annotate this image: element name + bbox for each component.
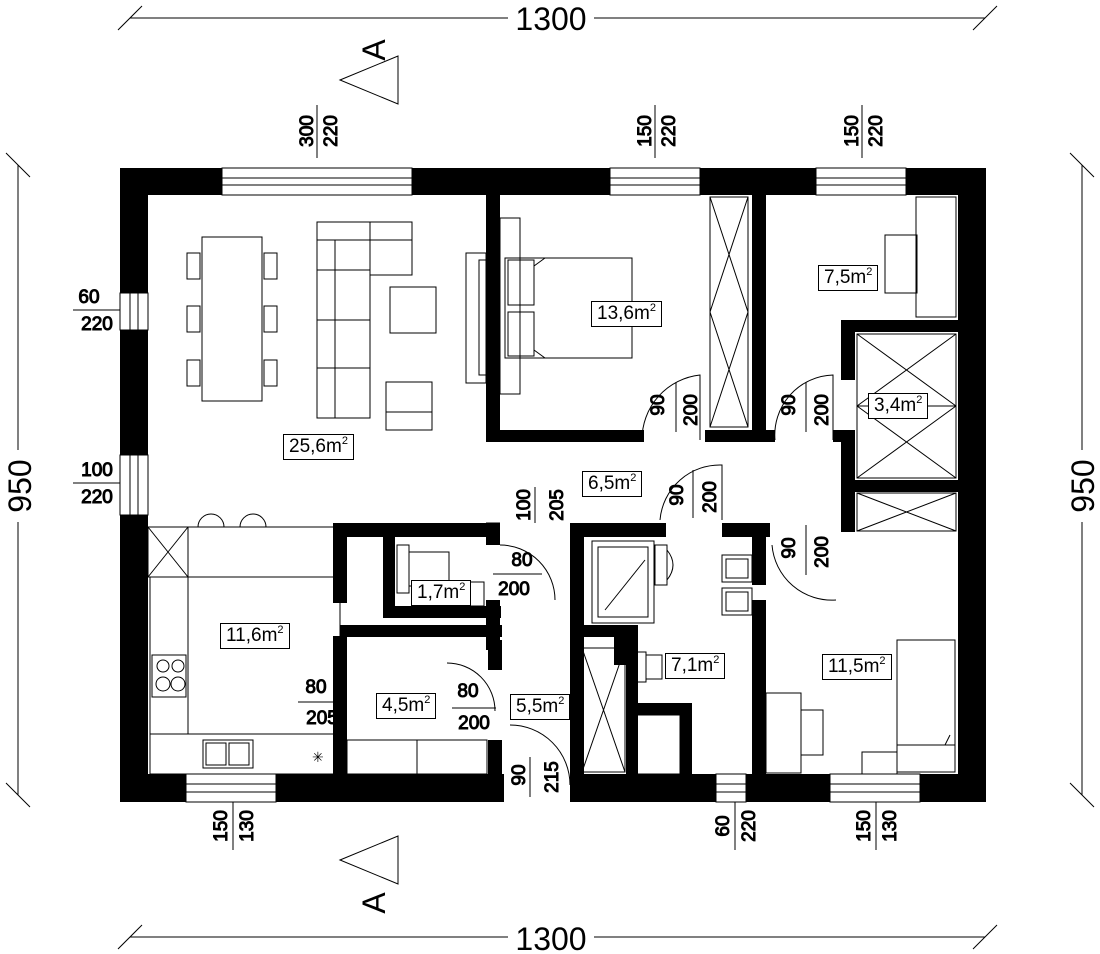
svg-text:✳: ✳ <box>312 749 324 765</box>
svg-text:150: 150 <box>635 115 656 147</box>
right-depth-text: 950 <box>1065 459 1100 512</box>
svg-text:200: 200 <box>812 536 833 568</box>
area-label-wardrobe: 3,4m2 <box>868 393 929 419</box>
doors <box>339 374 837 786</box>
area-label-bedroom-3: 11,5m2 <box>822 654 892 680</box>
svg-text:220: 220 <box>659 115 680 147</box>
area-label-kitchen: 11,6m2 <box>220 623 290 649</box>
svg-text:150: 150 <box>211 810 232 842</box>
svg-text:220: 220 <box>81 487 113 508</box>
svg-text:200: 200 <box>700 481 721 513</box>
svg-text:205: 205 <box>547 489 568 521</box>
svg-text:220: 220 <box>866 115 887 147</box>
svg-text:100: 100 <box>81 460 113 481</box>
svg-text:80: 80 <box>511 550 532 571</box>
svg-text:220: 220 <box>739 810 760 842</box>
section-mark-bottom: A <box>338 835 399 914</box>
svg-text:90: 90 <box>509 764 530 785</box>
svg-text:90: 90 <box>779 394 800 415</box>
svg-text:220: 220 <box>81 314 113 335</box>
walls <box>120 168 986 802</box>
svg-text:90: 90 <box>648 394 669 415</box>
opening-labels: 300 220 150 220 150 220 60 220 100 220 1… <box>73 105 902 850</box>
svg-text:130: 130 <box>237 810 258 842</box>
svg-text:A: A <box>356 892 392 914</box>
furniture: ✳ <box>147 196 957 775</box>
svg-text:A: A <box>356 39 392 61</box>
area-label-bathroom: 7,1m2 <box>665 653 726 679</box>
svg-text:80: 80 <box>305 677 326 698</box>
svg-text:200: 200 <box>812 394 833 426</box>
area-label-living: 25,6m2 <box>283 434 354 460</box>
svg-text:220: 220 <box>321 115 342 147</box>
svg-text:150: 150 <box>842 115 863 147</box>
svg-text:205: 205 <box>306 708 338 729</box>
windows <box>119 167 921 803</box>
svg-text:200: 200 <box>458 713 490 734</box>
bottom-width-text: 1300 <box>515 921 586 954</box>
svg-text:90: 90 <box>667 484 688 505</box>
svg-text:80: 80 <box>457 681 478 702</box>
svg-text:90: 90 <box>779 537 800 558</box>
svg-text:60: 60 <box>78 287 99 308</box>
area-label-bedroom-small: 7,5m2 <box>818 265 879 291</box>
area-label-entrance: 5,5m2 <box>510 694 571 720</box>
area-label-wc: 1,7m2 <box>411 580 472 606</box>
svg-text:100: 100 <box>514 489 535 521</box>
svg-text:130: 130 <box>880 810 901 842</box>
svg-text:300: 300 <box>297 115 318 147</box>
svg-text:150: 150 <box>854 810 875 842</box>
svg-text:200: 200 <box>498 579 530 600</box>
area-label-bedroom-main: 13,6m2 <box>591 301 662 327</box>
area-label-hall: 6,5m2 <box>582 471 643 497</box>
top-width-text: 1300 <box>515 1 586 37</box>
svg-text:200: 200 <box>681 394 702 426</box>
area-label-storage: 4,5m2 <box>376 693 437 719</box>
svg-text:215: 215 <box>542 761 563 793</box>
left-depth-text: 950 <box>2 459 38 512</box>
section-mark-top: A <box>338 39 399 105</box>
svg-text:60: 60 <box>713 815 734 836</box>
